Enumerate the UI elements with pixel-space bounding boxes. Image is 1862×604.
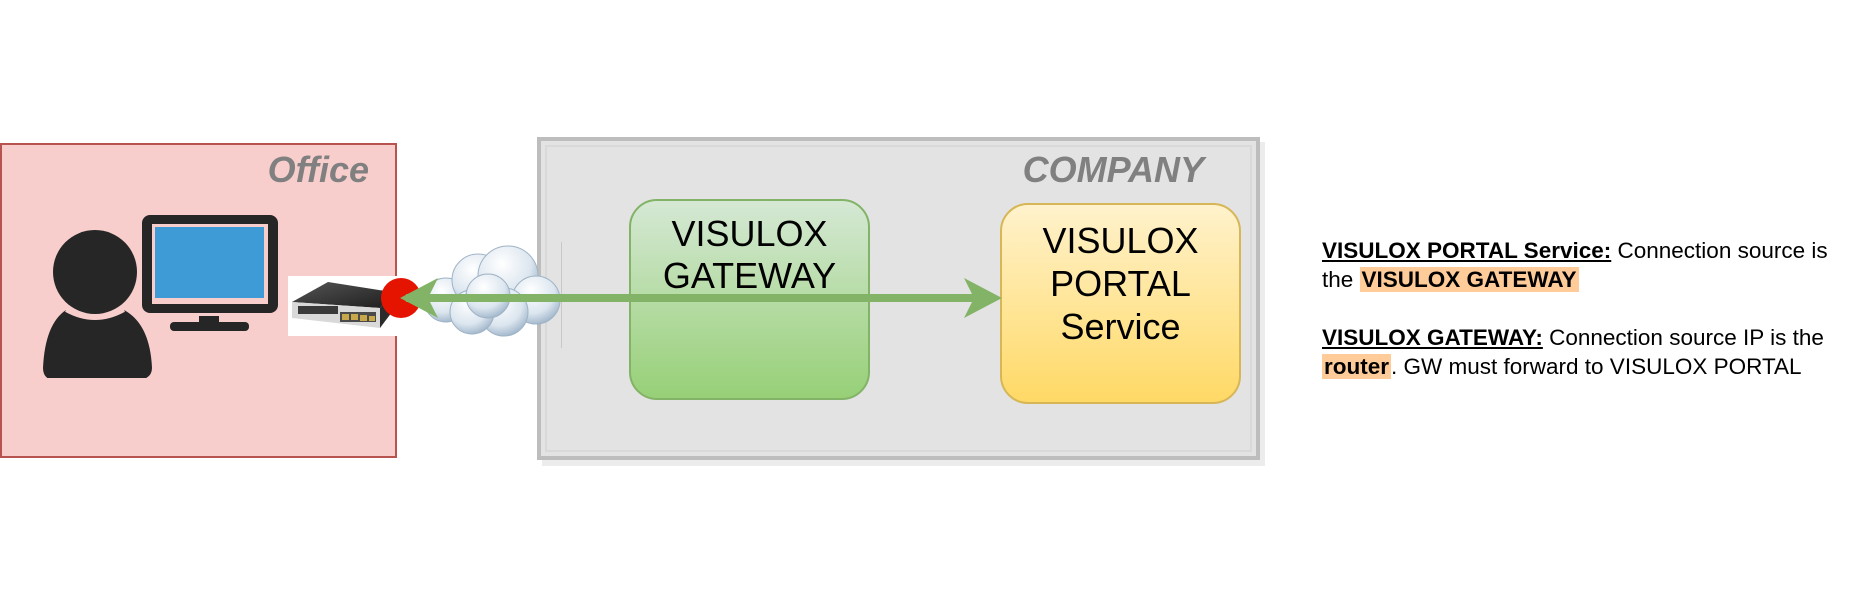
- visulox-portal-node[interactable]: VISULOX PORTAL Service: [1000, 203, 1241, 404]
- note-gateway-text-after: . GW must forward to VISULOX PORTAL: [1391, 354, 1802, 379]
- note-gateway: VISULOX GATEWAY: Connection source IP is…: [1322, 323, 1862, 381]
- note-portal-heading: VISULOX PORTAL Service:: [1322, 238, 1612, 263]
- portal-label-line2: PORTAL: [1050, 263, 1191, 304]
- portal-label-line1: VISULOX: [1042, 220, 1199, 261]
- note-portal: VISULOX PORTAL Service: Connection sourc…: [1322, 236, 1862, 294]
- note-portal-highlight: VISULOX GATEWAY: [1359, 267, 1579, 292]
- gateway-label-line2: GATEWAY: [662, 255, 837, 296]
- note-gateway-heading: VISULOX GATEWAY:: [1322, 325, 1543, 350]
- router-icon: [292, 282, 392, 328]
- note-portal-text: Connection source is the: [1322, 238, 1828, 292]
- note-gateway-text: Connection source IP is the: [1542, 325, 1824, 350]
- arrowhead-left-icon: [400, 278, 438, 318]
- portal-label-line3: Service: [1060, 306, 1181, 347]
- note-gateway-highlight: router: [1322, 354, 1392, 379]
- office-title: Office: [267, 149, 369, 190]
- connection-arrow: [381, 278, 1002, 318]
- arrowhead-right-icon: [964, 278, 1002, 318]
- notes-panel: VISULOX PORTAL Service: Connection sourc…: [1322, 236, 1862, 410]
- company-title: COMPANY: [1022, 149, 1204, 190]
- monitor-icon: [142, 215, 278, 331]
- gateway-label-line1: VISULOX: [671, 213, 828, 254]
- user-icon: [43, 230, 152, 378]
